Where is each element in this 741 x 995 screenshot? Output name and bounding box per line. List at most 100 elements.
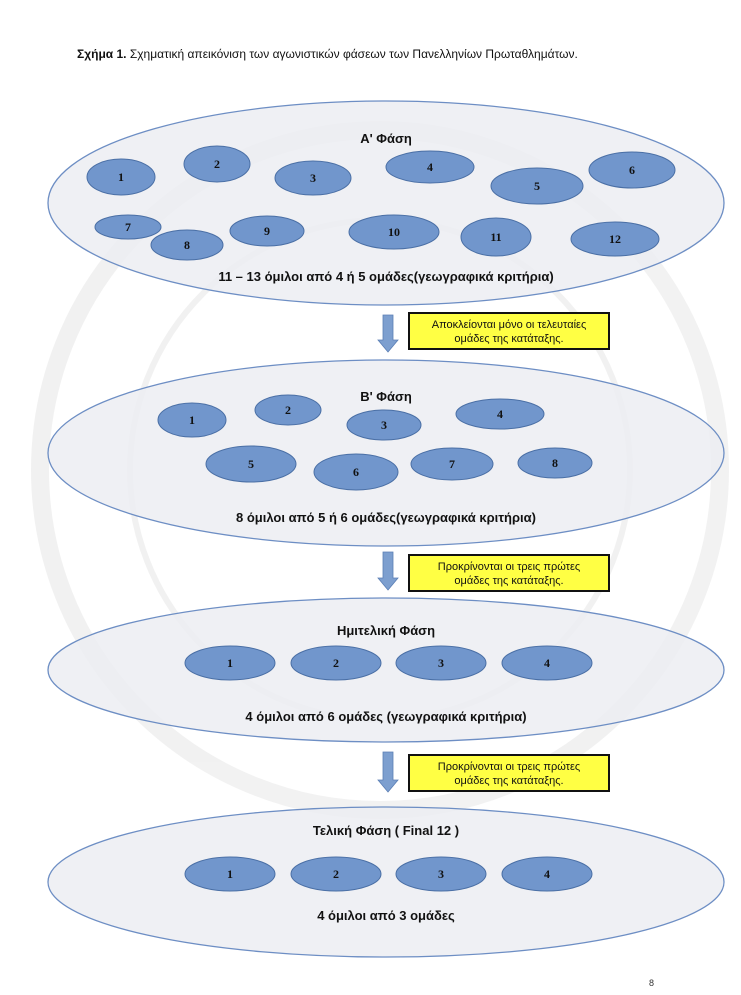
group-label: 5 <box>248 457 254 471</box>
group-ellipse <box>410 447 494 481</box>
group-label: 7 <box>449 457 455 471</box>
group-ellipse <box>290 856 382 892</box>
group-ellipse <box>183 145 251 183</box>
group-ellipse <box>94 214 162 240</box>
note-line-1: Προκρίνονται οι τρεις πρώτες <box>438 561 580 573</box>
phase-title: Ημιτελική Φάση <box>337 623 435 638</box>
group-label: 4 <box>544 867 550 881</box>
group-8: 8 <box>150 229 224 261</box>
group-ellipse <box>313 453 399 491</box>
group-5: 5 <box>490 167 584 205</box>
group-9: 9 <box>229 215 305 247</box>
group-ellipse <box>274 160 352 196</box>
page-number: 8 <box>649 978 655 988</box>
note-box <box>408 754 610 792</box>
phase-ellipse <box>47 597 725 743</box>
group-ellipse <box>501 645 593 681</box>
group-ellipse <box>348 214 440 250</box>
group-1: 1 <box>184 645 276 681</box>
group-ellipse <box>184 856 276 892</box>
phase-ellipse <box>47 806 725 958</box>
figure-caption: Σχήμα 1. Σχηματική απεικόνιση των αγωνισ… <box>77 47 578 61</box>
group-label: 1 <box>227 867 233 881</box>
group-label: 8 <box>552 456 558 470</box>
phase-description: 4 όμιλοι από 3 ομάδες <box>317 908 455 923</box>
note-line-2: ομάδες της κατάταξης. <box>454 333 563 345</box>
group-1: 1 <box>86 158 156 196</box>
group-ellipse <box>150 229 224 261</box>
group-label: 6 <box>629 163 635 177</box>
group-label: 1 <box>118 170 124 184</box>
group-6: 6 <box>313 453 399 491</box>
phase-description: 11 – 13 όμιλοι από 4 ή 5 ομάδες(γεωγραφι… <box>218 269 553 284</box>
phase-title: Β' Φάση <box>360 389 412 404</box>
phase-ellipse <box>47 359 725 547</box>
group-ellipse <box>86 158 156 196</box>
group-3: 3 <box>395 645 487 681</box>
arrow-down-icon <box>377 751 399 793</box>
group-ellipse <box>570 221 660 257</box>
group-label: 1 <box>189 413 195 427</box>
group-label: 5 <box>534 179 540 193</box>
group-ellipse <box>490 167 584 205</box>
phase-2: Β' Φάση 1 2 3 4 5 6 7 8 8 όμιλοι από 5 ή 6 ομάδες… <box>47 359 725 547</box>
group-label: 3 <box>438 656 444 670</box>
group-11: 11 <box>460 217 532 257</box>
group-label: 2 <box>333 867 339 881</box>
note-line-2: ομάδες της κατάταξης. <box>454 575 563 587</box>
group-2: 2 <box>290 856 382 892</box>
phase-title: Τελική Φάση ( Final 12 ) <box>313 823 459 838</box>
group-label: 3 <box>438 867 444 881</box>
group-ellipse <box>290 645 382 681</box>
group-label: 4 <box>544 656 550 670</box>
group-10: 10 <box>348 214 440 250</box>
group-label: 4 <box>427 160 433 174</box>
group-3: 3 <box>274 160 352 196</box>
group-2: 2 <box>254 394 322 426</box>
group-4: 4 <box>501 856 593 892</box>
arrow-down-icon <box>377 551 399 591</box>
group-label: 2 <box>285 403 291 417</box>
group-8: 8 <box>517 447 593 479</box>
group-7: 7 <box>410 447 494 481</box>
group-3: 3 <box>395 856 487 892</box>
phase-description: 4 όμιλοι από 6 ομάδες (γεωγραφικά κριτήρ… <box>245 709 526 724</box>
group-5: 5 <box>205 445 297 483</box>
group-3: 3 <box>346 409 422 441</box>
group-label: 11 <box>490 230 501 244</box>
group-7: 7 <box>94 214 162 240</box>
group-ellipse <box>385 150 475 184</box>
group-label: 3 <box>381 418 387 432</box>
group-ellipse <box>455 398 545 430</box>
caption-label: Σχήμα 1. <box>77 47 127 61</box>
group-1: 1 <box>157 402 227 438</box>
transition-2: Προκρίνονται οι τρεις πρώτες ομάδες της κ… <box>377 551 610 592</box>
group-label: 6 <box>353 465 359 479</box>
phase-description: 8 όμιλοι από 5 ή 6 ομάδες(γεωγραφικά κρι… <box>236 510 536 525</box>
group-1: 1 <box>184 856 276 892</box>
group-12: 12 <box>570 221 660 257</box>
group-2: 2 <box>290 645 382 681</box>
phase-3: Ημιτελική Φάση 1 2 3 4 4 όμιλοι από 6 ομάδες … <box>47 597 725 743</box>
group-ellipse <box>205 445 297 483</box>
group-ellipse <box>395 856 487 892</box>
note-line-2: ομάδες της κατάταξης. <box>454 775 563 787</box>
phase-4: Τελική Φάση ( Final 12 ) 1 2 3 4 4 όμιλοι από… <box>47 806 725 958</box>
note-box <box>408 554 610 592</box>
group-2: 2 <box>183 145 251 183</box>
group-label: 10 <box>388 225 400 239</box>
caption-text: Σχηματική απεικόνιση των αγωνιστικών φάσ… <box>126 47 578 61</box>
phase-title: Α' Φάση <box>360 131 412 146</box>
group-label: 3 <box>310 171 316 185</box>
group-ellipse <box>588 151 676 189</box>
group-4: 4 <box>385 150 475 184</box>
group-label: 1 <box>227 656 233 670</box>
group-6: 6 <box>588 151 676 189</box>
group-ellipse <box>229 215 305 247</box>
group-ellipse <box>395 645 487 681</box>
group-4: 4 <box>455 398 545 430</box>
group-label: 9 <box>264 224 270 238</box>
